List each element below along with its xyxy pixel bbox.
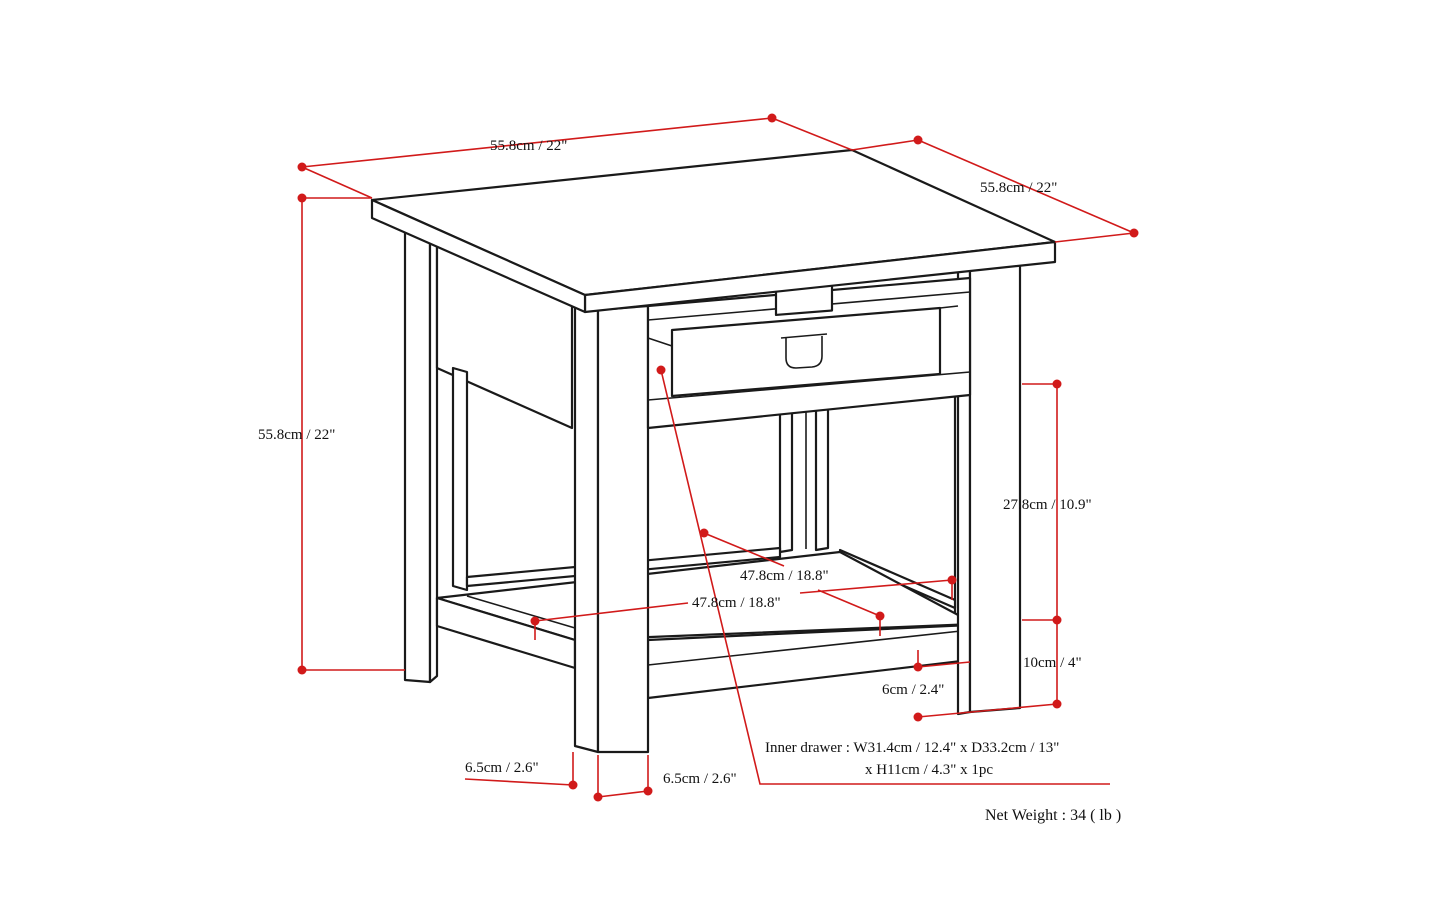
label-shelf-thickness: 6cm / 2.4" [882, 682, 944, 698]
drawer-shadow-left [647, 337, 673, 347]
label-drawer-line2: x H11cm / 4.3" x 1pc [865, 762, 993, 778]
back-center-leg-a [778, 404, 794, 554]
dim-shelf-depth-b [817, 589, 881, 617]
dimension-lines [297, 113, 1139, 802]
dim-extension [917, 703, 1058, 718]
label-total-height: 55.8cm / 22" [258, 427, 335, 443]
dim-extension [851, 139, 919, 151]
label-shelf-depth: 47.8cm / 18.8" [740, 568, 829, 584]
drawer-right-edge [939, 305, 959, 309]
dim-shelf-depth [703, 532, 785, 567]
dim-extension [301, 166, 373, 199]
front-left-leg [596, 304, 650, 754]
bottom-shelf-inner-edge [466, 595, 576, 629]
dim-leg-side [464, 778, 574, 786]
label-top-width: 55.8cm / 22" [490, 138, 567, 154]
dim-dot [913, 712, 923, 722]
back-center-leg-b [814, 400, 830, 552]
label-open-height: 27.8cm / 10.9" [1003, 497, 1092, 513]
dim-extension [771, 117, 853, 151]
label-drawer-line1: Inner drawer : W31.4cm / 12.4" x D33.2cm… [765, 740, 1059, 756]
dim-dot [656, 365, 666, 375]
label-leg-side: 6.5cm / 2.6" [465, 760, 539, 776]
dim-dot [699, 528, 709, 538]
dimension-labels: 55.8cm / 22" 55.8cm / 22" 55.8cm / 22" 2… [258, 138, 1121, 824]
table-outline [370, 148, 1057, 754]
back-left-leg [403, 228, 432, 684]
dim-top-width [301, 117, 773, 168]
front-right-leg [968, 262, 1022, 714]
dim-extension [1054, 232, 1135, 243]
label-leg-front: 6.5cm / 2.6" [663, 771, 737, 787]
apron-bottom-edge [647, 371, 971, 401]
label-clearance: 10cm / 4" [1023, 655, 1082, 671]
label-net-weight: Net Weight : 34 ( lb ) [985, 807, 1121, 824]
dim-leg-front [597, 790, 649, 798]
front-left-leg-side [573, 300, 600, 754]
dim-shelf-width-b [799, 579, 953, 594]
label-top-depth: 55.8cm / 22" [980, 180, 1057, 196]
label-shelf-width: 47.8cm / 18.8" [692, 595, 781, 611]
dim-shelf-width [534, 602, 689, 622]
back-inner-leg-left [451, 366, 469, 592]
table-top-left-edge [370, 198, 587, 314]
dim-drawer-leader [660, 369, 1110, 785]
dim-top-depth [917, 139, 1135, 234]
dim-shelf-thickness [917, 661, 971, 668]
bottom-front-rail-edge [647, 629, 971, 666]
